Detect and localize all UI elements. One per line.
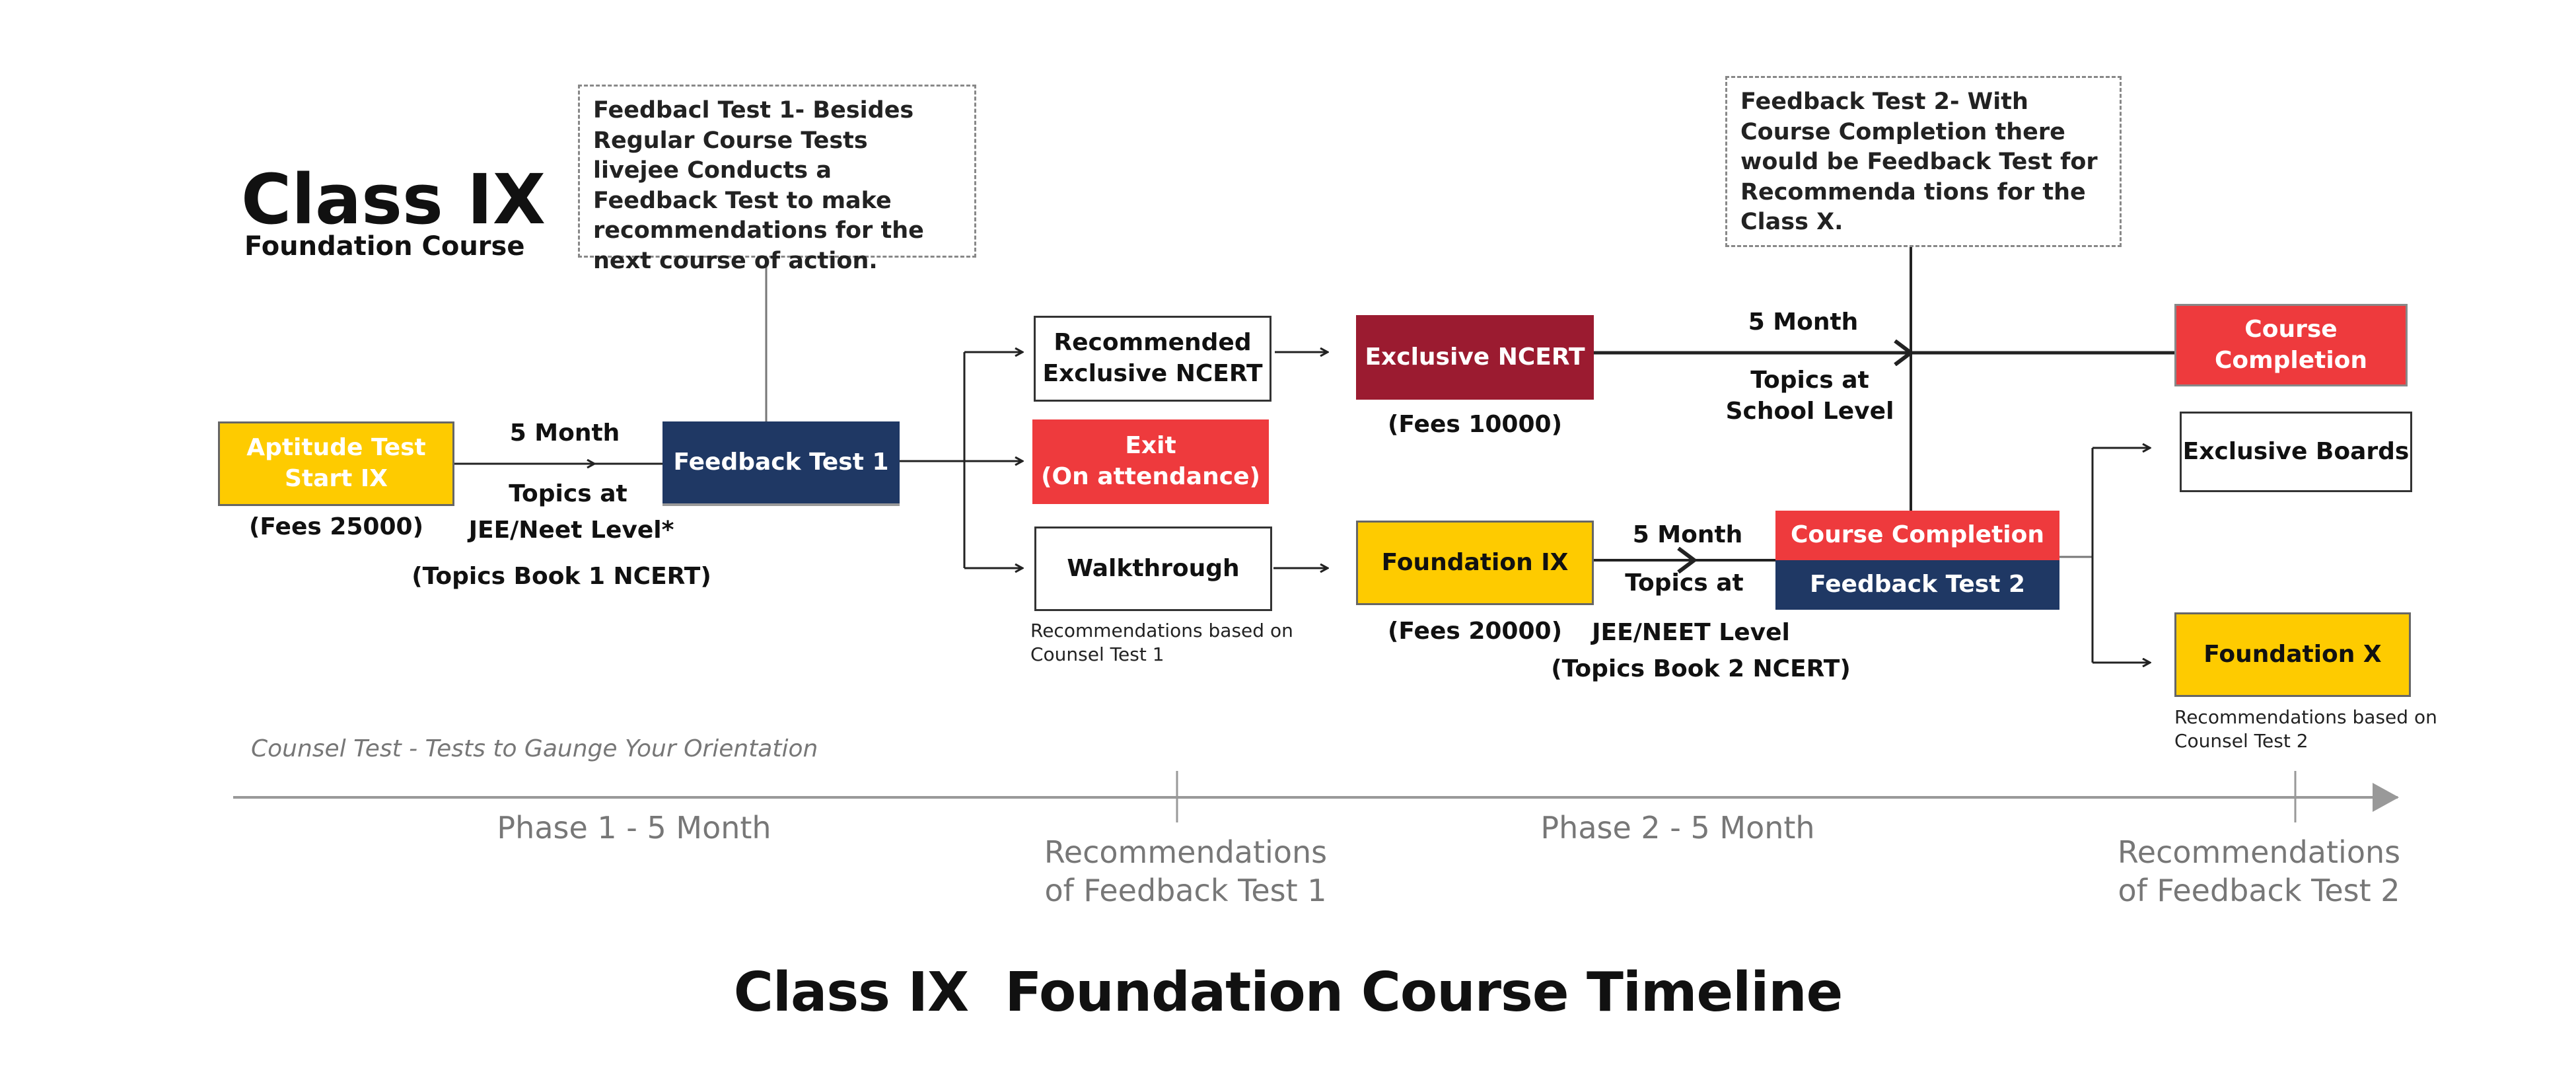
timeline-rec-fb1-line1: Recommendations <box>1044 834 1328 870</box>
node-foundation-ix: Foundation IX <box>1356 521 1594 605</box>
timeline-rec-fb2-line2: of Feedback Test 2 <box>2118 872 2400 908</box>
label-fees-ncert: (Fees 10000) <box>1387 411 1563 438</box>
timeline-rec-feedback-2: Recommendations of Feedback Test 2 <box>2100 834 2417 910</box>
label-topics-2b: JEE/NEET Level <box>1592 619 1790 646</box>
label-fees-aptitude: (Fees 25000) <box>248 513 424 540</box>
note-rec1-line1: Recommendations based on <box>1030 620 1293 641</box>
node-feedback-test-1: Feedback Test 1 <box>662 421 900 506</box>
node-exclusive-boards: Exclusive Boards <box>2180 412 2412 492</box>
label-topics-school-a: Topics at <box>1750 367 1869 394</box>
label-topics-1b: JEE/Neet Level* <box>468 517 674 544</box>
note-recommendations-2: Recommendations based on Counsel Test 2 <box>2174 706 2472 754</box>
note-recommendations-1: Recommendations based on Counsel Test 1 <box>1030 619 1321 667</box>
label-month-school: 5 Month <box>1748 309 1859 336</box>
node-rec-line1: Recommended <box>1054 329 1252 357</box>
label-topics-school-b: School Level <box>1725 398 1894 425</box>
label-fees-foundation: (Fees 20000) <box>1387 618 1563 645</box>
node-exit: Exit (On attendance) <box>1032 419 1269 504</box>
timeline-rec-fb1-line2: of Feedback Test 1 <box>1044 872 1327 908</box>
node-rec-line2: Exclusive NCERT <box>1042 360 1263 387</box>
timeline-rec-fb2-line1: Recommendations <box>2117 834 2401 870</box>
callout-feedback-test-1: Feedbacl Test 1- Besides Regular Course … <box>578 85 976 274</box>
node-aptitude-line1: Aptitude Test <box>246 434 426 462</box>
page-title: Class IX <box>241 159 546 240</box>
label-month-1: 5 Month <box>509 419 620 447</box>
node-aptitude-line2: Start IX <box>284 465 388 492</box>
note-counsel-test: Counsel Test - Tests to Gaunge Your Orie… <box>251 735 818 762</box>
node-aptitude-test: Aptitude Test Start IX <box>218 421 454 506</box>
node-cc-top-line2: Completion <box>2214 346 2368 374</box>
label-topics-1c: (Topics Book 1 NCERT) <box>411 563 711 590</box>
node-course-completion-top: Course Completion <box>2174 304 2408 386</box>
node-recommended-exclusive-ncert: Recommended Exclusive NCERT <box>1034 316 1271 402</box>
note-rec1-line2: Counsel Test 1 <box>1030 643 1164 666</box>
label-topics-2c: (Topics Book 2 NCERT) <box>1551 655 1851 682</box>
label-topics-2a: Topics at <box>1625 569 1744 597</box>
node-walkthrough: Walkthrough <box>1034 527 1272 611</box>
label-month-2: 5 Month <box>1632 521 1743 548</box>
node-cc-top-line1: Course <box>2244 315 2338 343</box>
timeline-phase-1: Phase 1 - 5 Month <box>497 810 771 846</box>
node-course-completion-mid: Course Completion <box>1775 511 2059 560</box>
timeline-rec-feedback-1: Recommendations of Feedback Test 1 <box>1027 834 1344 910</box>
node-exclusive-ncert: Exclusive NCERT <box>1356 315 1594 400</box>
label-topics-1a: Topics at <box>509 480 627 507</box>
timeline-phase-2: Phase 2 - 5 Month <box>1540 810 1815 846</box>
page-subtitle: Foundation Course <box>244 231 525 262</box>
node-exit-line2: (On attendance) <box>1041 463 1260 490</box>
node-exit-line1: Exit <box>1125 432 1176 460</box>
node-foundation-x: Foundation X <box>2174 612 2411 697</box>
node-feedback-test-2: Feedback Test 2 <box>1775 560 2059 610</box>
note-rec2-line1: Recommendations based on <box>2174 706 2437 728</box>
note-rec2-line2: Counsel Test 2 <box>2174 730 2308 752</box>
callout-feedback-test-2: Feedback Test 2- With Course Completion … <box>1725 76 2122 247</box>
footer-title: Class IX Foundation Course Timeline <box>733 961 1843 1024</box>
